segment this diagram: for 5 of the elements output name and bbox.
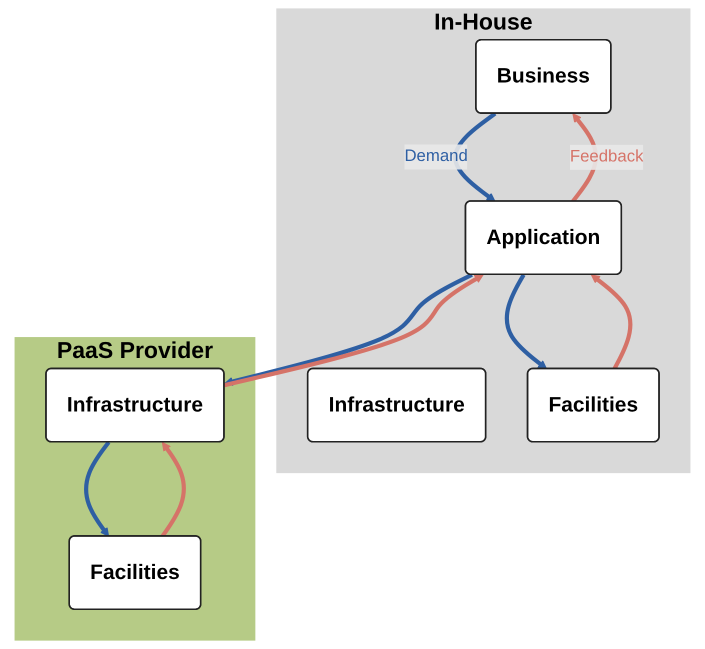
arrow: [504, 274, 548, 370]
arrow: [590, 274, 632, 370]
arrow: [84, 441, 110, 537]
edge-label: Demand: [404, 148, 468, 166]
edge-label: Feedback: [570, 148, 644, 166]
